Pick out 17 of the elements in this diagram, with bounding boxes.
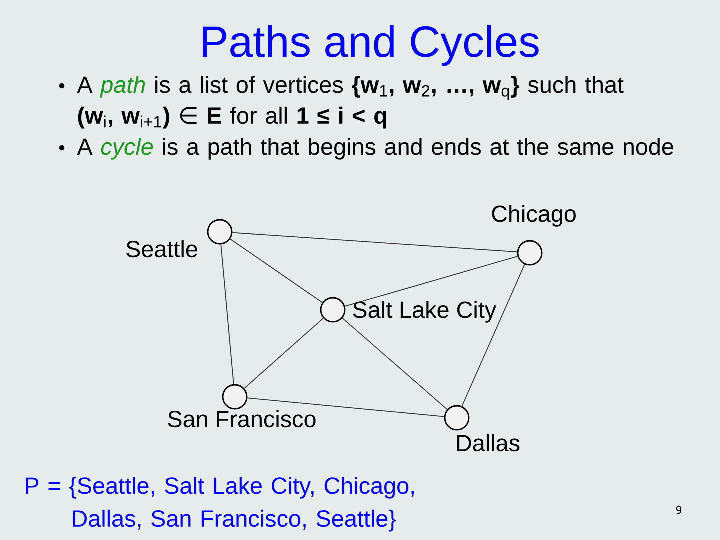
vertex-label: Dallas	[457, 434, 520, 452]
vertex-label: Salt Lake City	[353, 301, 497, 323]
edge-line	[462, 264, 526, 407]
vertex-label: Chicago	[492, 205, 576, 227]
bullet-text: A cycle is a path that begins and ends at the same node	[77, 138, 674, 160]
edge-line	[247, 398, 445, 418]
edge-line	[230, 238, 323, 304]
edge-line	[342, 318, 448, 410]
slide-title: Paths and Cycles	[203, 25, 539, 66]
edge-line	[244, 318, 324, 389]
page-number: 9	[676, 506, 682, 514]
vertex-label: San Francisco	[168, 410, 316, 428]
edge-line	[220, 244, 234, 385]
edge-line	[344, 256, 518, 307]
vertex-label: Seattle	[126, 240, 198, 258]
path-example: P = {Seattle, Salt Lake City, Chicago, Dallas, San Francisco, Seattle}	[26, 477, 414, 532]
edge-line	[232, 232, 518, 253]
